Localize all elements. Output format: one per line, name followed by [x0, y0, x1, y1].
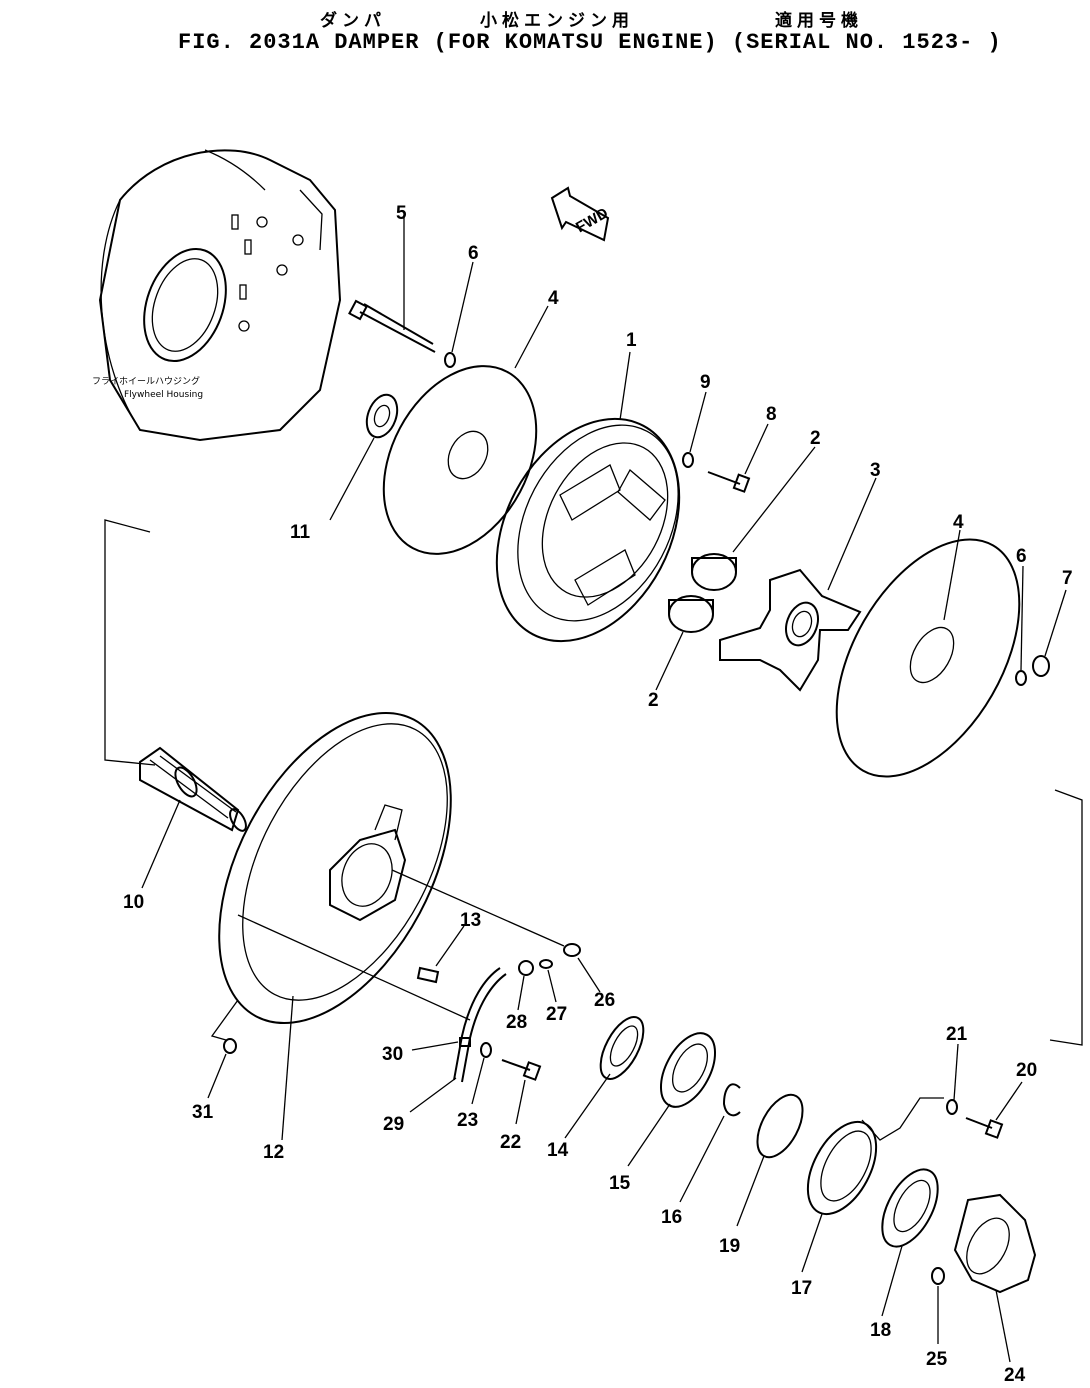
fitting-13-drawing — [416, 925, 465, 984]
nut-28-drawing — [517, 960, 534, 1011]
nut-31-drawing — [207, 999, 239, 1099]
callout-22: 22 — [500, 1132, 522, 1153]
callout-14: 14 — [547, 1140, 569, 1161]
callout-19: 19 — [719, 1236, 741, 1257]
callout-28: 28 — [506, 1012, 528, 1033]
callout-9: 9 — [700, 372, 711, 393]
callout-12: 12 — [263, 1142, 285, 1163]
callout-17: 17 — [791, 1278, 813, 1299]
cap-24-drawing — [953, 1193, 1037, 1363]
clip-30-drawing — [411, 1037, 471, 1051]
shaft-10-drawing — [139, 746, 247, 889]
plate-4-left-drawing — [382, 305, 549, 555]
assembly-bracket-lines — [104, 519, 1083, 1046]
callout-23: 23 — [457, 1110, 479, 1131]
retainer-17-drawing — [801, 1097, 944, 1273]
seal-14-drawing — [564, 1016, 645, 1139]
flywheel-housing-drawing — [98, 149, 342, 442]
callout-29: 29 — [383, 1114, 405, 1135]
callout-21: 21 — [946, 1024, 968, 1045]
callout-20: 20 — [1016, 1060, 1038, 1081]
flywheel-housing-label-jp: フライホイールハウジング — [92, 377, 201, 387]
washer-27-drawing — [539, 959, 557, 1003]
damper-housing-1-drawing — [495, 351, 681, 643]
callout-6-right: 6 — [1016, 546, 1027, 567]
callout-18: 18 — [870, 1320, 892, 1341]
plug-26-drawing — [563, 943, 601, 993]
plate-4-right-drawing — [835, 529, 1021, 778]
washer-23-drawing — [471, 1042, 492, 1105]
washer-6-drawing — [444, 261, 474, 368]
rubber-block-2-lower-drawing — [655, 595, 714, 691]
nut-7-drawing — [1032, 589, 1067, 677]
washer-21-drawing — [946, 1043, 959, 1115]
callout-30: 30 — [382, 1044, 404, 1065]
part-name-japanese: ダンパ — [320, 11, 386, 31]
tube-29-drawing — [409, 967, 507, 1113]
washer-6-right-drawing — [1015, 565, 1027, 686]
fwd-arrow-drawing — [550, 186, 610, 242]
plug-25-drawing — [931, 1267, 945, 1344]
callout-6-upper: 6 — [468, 243, 479, 264]
seal-18-drawing — [881, 1168, 939, 1317]
callout-26: 26 — [594, 990, 616, 1011]
bearing-11-drawing — [329, 393, 399, 521]
serial-japanese: 適用号機 — [775, 11, 863, 31]
bearing-15-drawing — [627, 1032, 717, 1167]
callout-11: 11 — [290, 522, 311, 543]
callout-3: 3 — [870, 460, 881, 481]
hub-3-drawing — [719, 477, 877, 692]
callout-13: 13 — [460, 910, 482, 931]
callout-1: 1 — [626, 330, 637, 351]
callout-7: 7 — [1062, 568, 1073, 589]
callout-8: 8 — [766, 404, 777, 425]
callout-27: 27 — [546, 1004, 568, 1025]
callout-2-lower: 2 — [648, 690, 659, 711]
callout-31: 31 — [192, 1102, 214, 1123]
o-ring-19-drawing — [736, 1093, 804, 1227]
callout-5: 5 — [396, 203, 407, 224]
callout-24: 24 — [1004, 1365, 1026, 1386]
callout-10: 10 — [123, 892, 145, 913]
bolt-8-drawing — [707, 423, 769, 493]
bolt-20-drawing — [965, 1081, 1023, 1139]
bolt-22-drawing — [501, 1059, 542, 1125]
callout-25: 25 — [926, 1349, 948, 1370]
bolt-5-drawing — [348, 215, 436, 353]
engine-japanese: 小松エンジン用 — [480, 11, 634, 31]
rubber-block-2-upper-drawing — [691, 446, 816, 591]
flywheel-housing-label-en: Flywheel Housing — [124, 390, 204, 400]
callout-16: 16 — [661, 1207, 683, 1228]
snap-ring-16-drawing — [679, 1083, 741, 1203]
washer-9-drawing — [682, 391, 707, 468]
callout-4-left: 4 — [548, 288, 559, 309]
callout-2-upper: 2 — [810, 428, 821, 449]
cover-12-drawing — [218, 711, 565, 1141]
callout-15: 15 — [609, 1173, 631, 1194]
callout-4-right: 4 — [953, 512, 964, 533]
figure-title: FIG. 2031A DAMPER (FOR KOMATSU ENGINE) (… — [178, 30, 1002, 55]
